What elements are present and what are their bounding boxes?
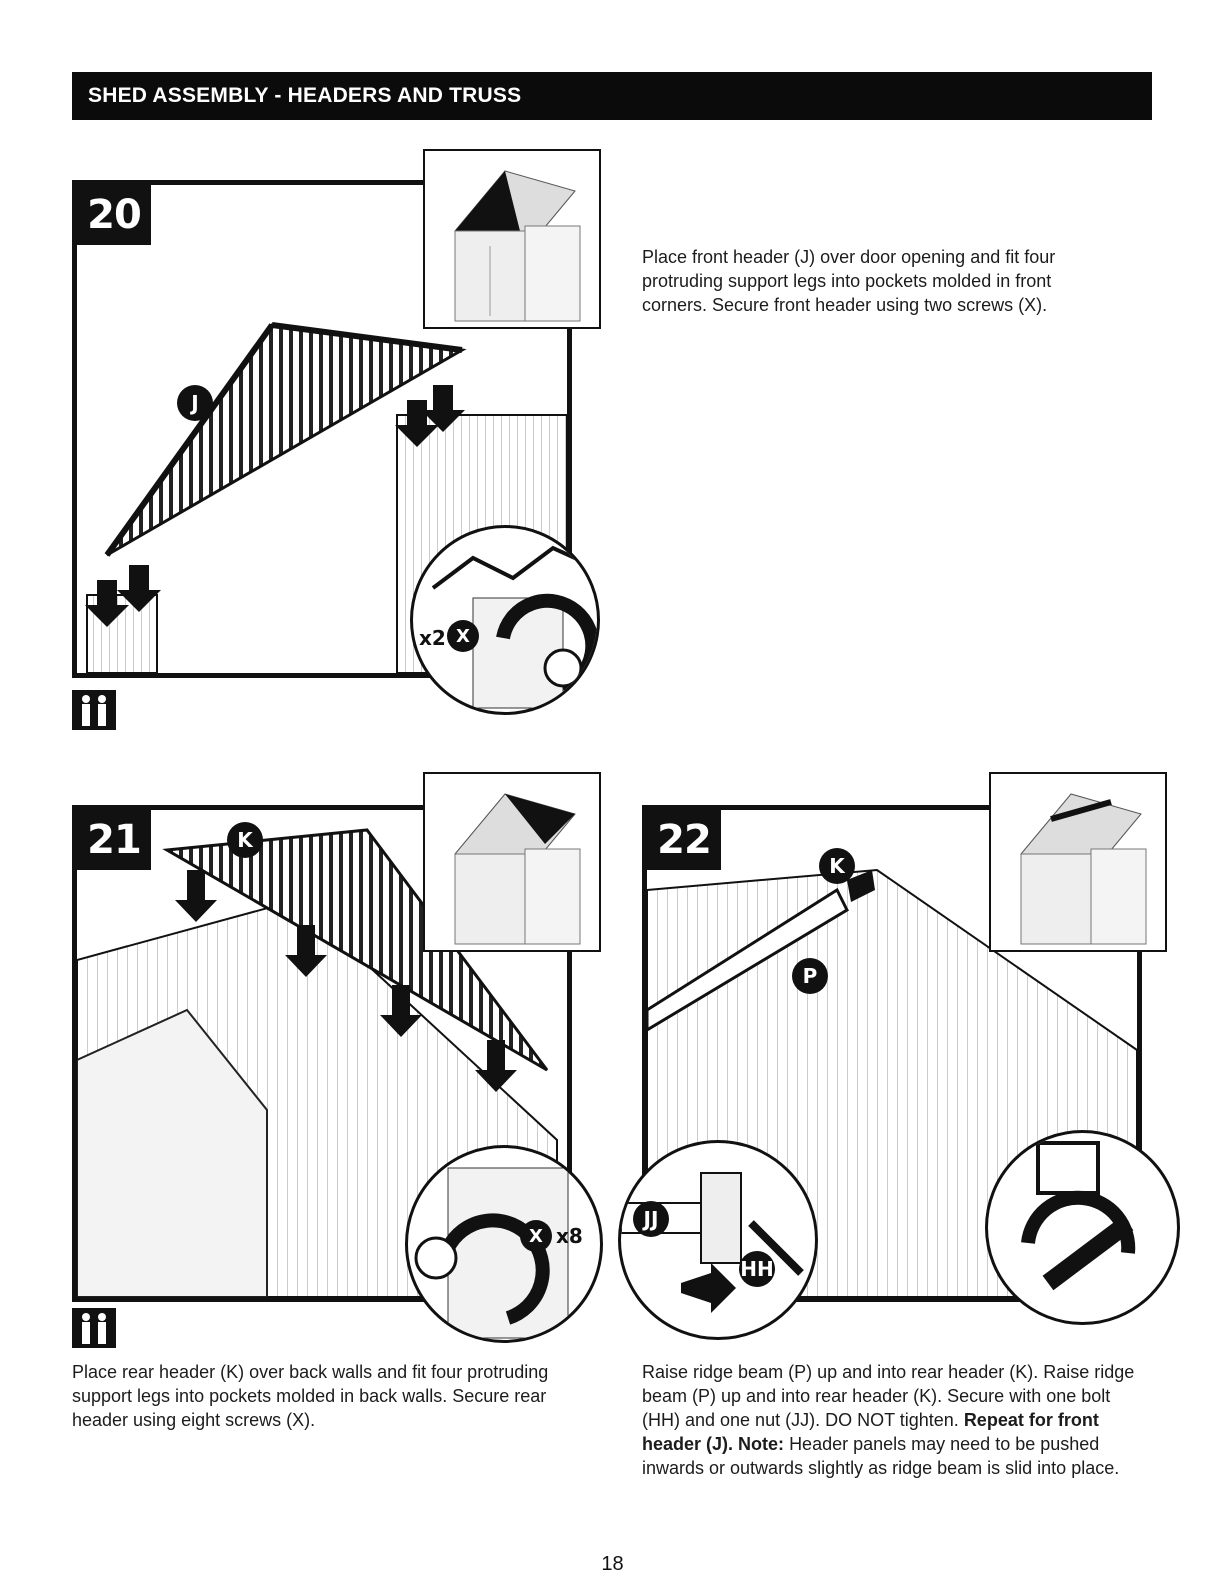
step-22-note-label: Note:	[738, 1434, 785, 1454]
step-22-number: 22	[647, 810, 721, 870]
step-21-number: 21	[77, 810, 151, 870]
page-number: 18	[601, 1553, 624, 1575]
part-j-badge: J	[177, 385, 213, 421]
step-22-shed-locator	[989, 772, 1167, 952]
two-person-icon	[72, 1308, 116, 1348]
screw-detail-drawing	[431, 545, 597, 709]
bolt-hh-badge: HH	[739, 1251, 775, 1287]
section-title: SHED ASSEMBLY - HEADERS AND TRUSS	[88, 84, 522, 107]
shed-locator-icon	[1020, 793, 1147, 945]
bolt-detail-drawing	[621, 1172, 804, 1313]
screw-detail-drawing	[414, 1167, 569, 1339]
nut-jj-badge: JJ	[633, 1201, 669, 1237]
step-21-shed-locator	[423, 772, 601, 952]
step-22-text-main: Raise ridge beam (P) up and into rear he…	[642, 1362, 1135, 1430]
step-22-note-text: Header panels may need to be pushed inwa…	[642, 1434, 1120, 1478]
shed-locator-icon	[454, 170, 581, 322]
step-22-repeat-note: Repeat for front header (J).	[642, 1410, 1099, 1454]
section-header: SHED ASSEMBLY - HEADERS AND TRUSS	[72, 72, 1152, 120]
screw-x-badge: X	[520, 1220, 552, 1252]
step-20-screw-detail: x2 X	[410, 525, 600, 715]
shed-locator-icon	[454, 793, 581, 945]
screw-quantity-label: x2	[419, 626, 446, 650]
step-21-screw-detail: X x8	[405, 1145, 603, 1343]
step-21-instructions: Place rear header (K) over back walls an…	[72, 1362, 549, 1430]
step-22-bolt-detail: JJ HH	[618, 1140, 818, 1340]
screw-x-badge: X	[447, 620, 479, 652]
step-20-instructions: Place front header (J) over door opening…	[642, 247, 1056, 315]
step-20-shed-locator	[423, 149, 601, 329]
step-22-instructions: Raise ridge beam (P) up and into rear he…	[642, 1360, 1142, 1480]
wrench-icon	[1021, 1141, 1136, 1291]
two-person-icon	[72, 690, 116, 730]
screw-quantity-label: x8	[556, 1224, 583, 1248]
part-k-badge: K	[227, 822, 263, 858]
part-k-badge: K	[819, 848, 855, 884]
step-20-number: 20	[77, 185, 151, 245]
step-22-wrench-detail	[985, 1130, 1180, 1325]
part-p-badge: P	[792, 958, 828, 994]
